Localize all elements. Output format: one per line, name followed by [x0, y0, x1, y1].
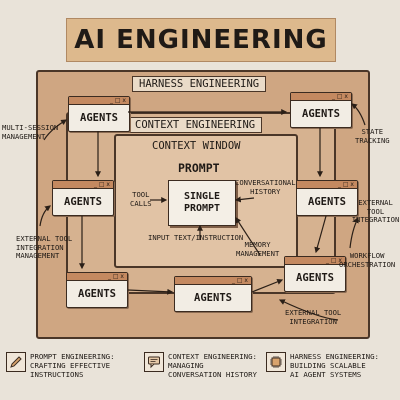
ai-chip-icon — [266, 352, 286, 372]
context-engineering-label: CONTEXT ENGINEERING — [128, 117, 263, 133]
multi-session-management-note: MULTI-SESSION MANAGEMENT — [2, 123, 59, 141]
window-titlebar: _ □ x — [175, 277, 251, 285]
legend-text: PROMPT ENGINEERING: CRAFTING EFFECTIVE I… — [30, 352, 115, 379]
external-tool-integration-bottom-note: EXTERNAL TOOL INTEGRATION — [285, 308, 342, 326]
window-controls-icon: _ □ x — [231, 276, 248, 284]
agent-window: _ □ x AGENTS — [68, 96, 130, 132]
prompt-label: PROMPT — [178, 161, 220, 175]
input-text-instruction-note: INPUT TEXT/INSTRUCTION — [148, 233, 244, 242]
legend-harness-engineering: HARNESS ENGINEERING: BUILDING SCALABLE A… — [266, 352, 379, 379]
agent-label: AGENTS — [78, 287, 116, 300]
agent-label: AGENTS — [296, 271, 334, 284]
legend-context-engineering: CONTEXT ENGINEERING: MANAGING CONVERSATI… — [144, 352, 257, 379]
window-controls-icon: _ □ x — [109, 96, 126, 104]
window-controls-icon: _ □ x — [337, 180, 354, 188]
state-tracking-note: STATE TRACKING — [355, 127, 390, 145]
agent-label: AGENTS — [64, 195, 102, 208]
external-tool-integration-right-note: EXTERNAL TOOL INTEGRATION — [351, 198, 400, 224]
agent-window: _ □ x AGENTS — [174, 276, 252, 312]
conversational-history-note: CONVERSATIONAL HISTORY — [235, 178, 296, 196]
legend-text: CONTEXT ENGINEERING: MANAGING CONVERSATI… — [168, 352, 257, 379]
legend-prompt-engineering: PROMPT ENGINEERING: CRAFTING EFFECTIVE I… — [6, 352, 115, 379]
pencil-icon — [6, 352, 26, 372]
window-titlebar: _ □ x — [53, 181, 113, 189]
memory-management-note: MEMORY MANAGEMENT — [236, 240, 280, 258]
agent-label: AGENTS — [194, 291, 232, 304]
window-controls-icon: _ □ x — [325, 256, 342, 264]
agent-window: _ □ x AGENTS — [66, 272, 128, 308]
window-controls-icon: _ □ x — [331, 92, 348, 100]
single-prompt-box: SINGLE PROMPT — [168, 180, 236, 226]
external-tool-integration-management-note: EXTERNAL TOOL INTEGRATION MANAGEMENT — [16, 234, 73, 260]
single-prompt-text: SINGLE PROMPT — [183, 191, 221, 214]
window-titlebar: _ □ x — [297, 181, 357, 189]
window-controls-icon: _ □ x — [107, 272, 124, 280]
window-titlebar: _ □ x — [67, 273, 127, 281]
context-window-label: CONTEXT WINDOW — [152, 140, 241, 152]
agent-window: _ □ x AGENTS — [284, 256, 346, 292]
agent-label: AGENTS — [302, 107, 340, 120]
agent-window: _ □ x AGENTS — [52, 180, 114, 216]
chat-history-icon — [144, 352, 164, 372]
agent-window: _ □ x AGENTS — [296, 180, 358, 216]
window-titlebar: _ □ x — [285, 257, 345, 265]
diagram-title: AI ENGINEERING — [74, 25, 328, 55]
legend-text: HARNESS ENGINEERING: BUILDING SCALABLE A… — [290, 352, 379, 379]
agent-window: _ □ x AGENTS — [290, 92, 352, 128]
harness-engineering-label: HARNESS ENGINEERING — [132, 76, 267, 92]
title-banner: AI ENGINEERING — [66, 18, 336, 62]
tool-calls-note: TOOL CALLS — [130, 190, 152, 208]
agent-label: AGENTS — [308, 195, 346, 208]
window-controls-icon: _ □ x — [93, 180, 110, 188]
window-titlebar: _ □ x — [69, 97, 129, 105]
agent-label: AGENTS — [80, 111, 118, 124]
workflow-orchestration-note: WORKFLOW ORCHESTRATION — [339, 251, 396, 269]
window-titlebar: _ □ x — [291, 93, 351, 101]
